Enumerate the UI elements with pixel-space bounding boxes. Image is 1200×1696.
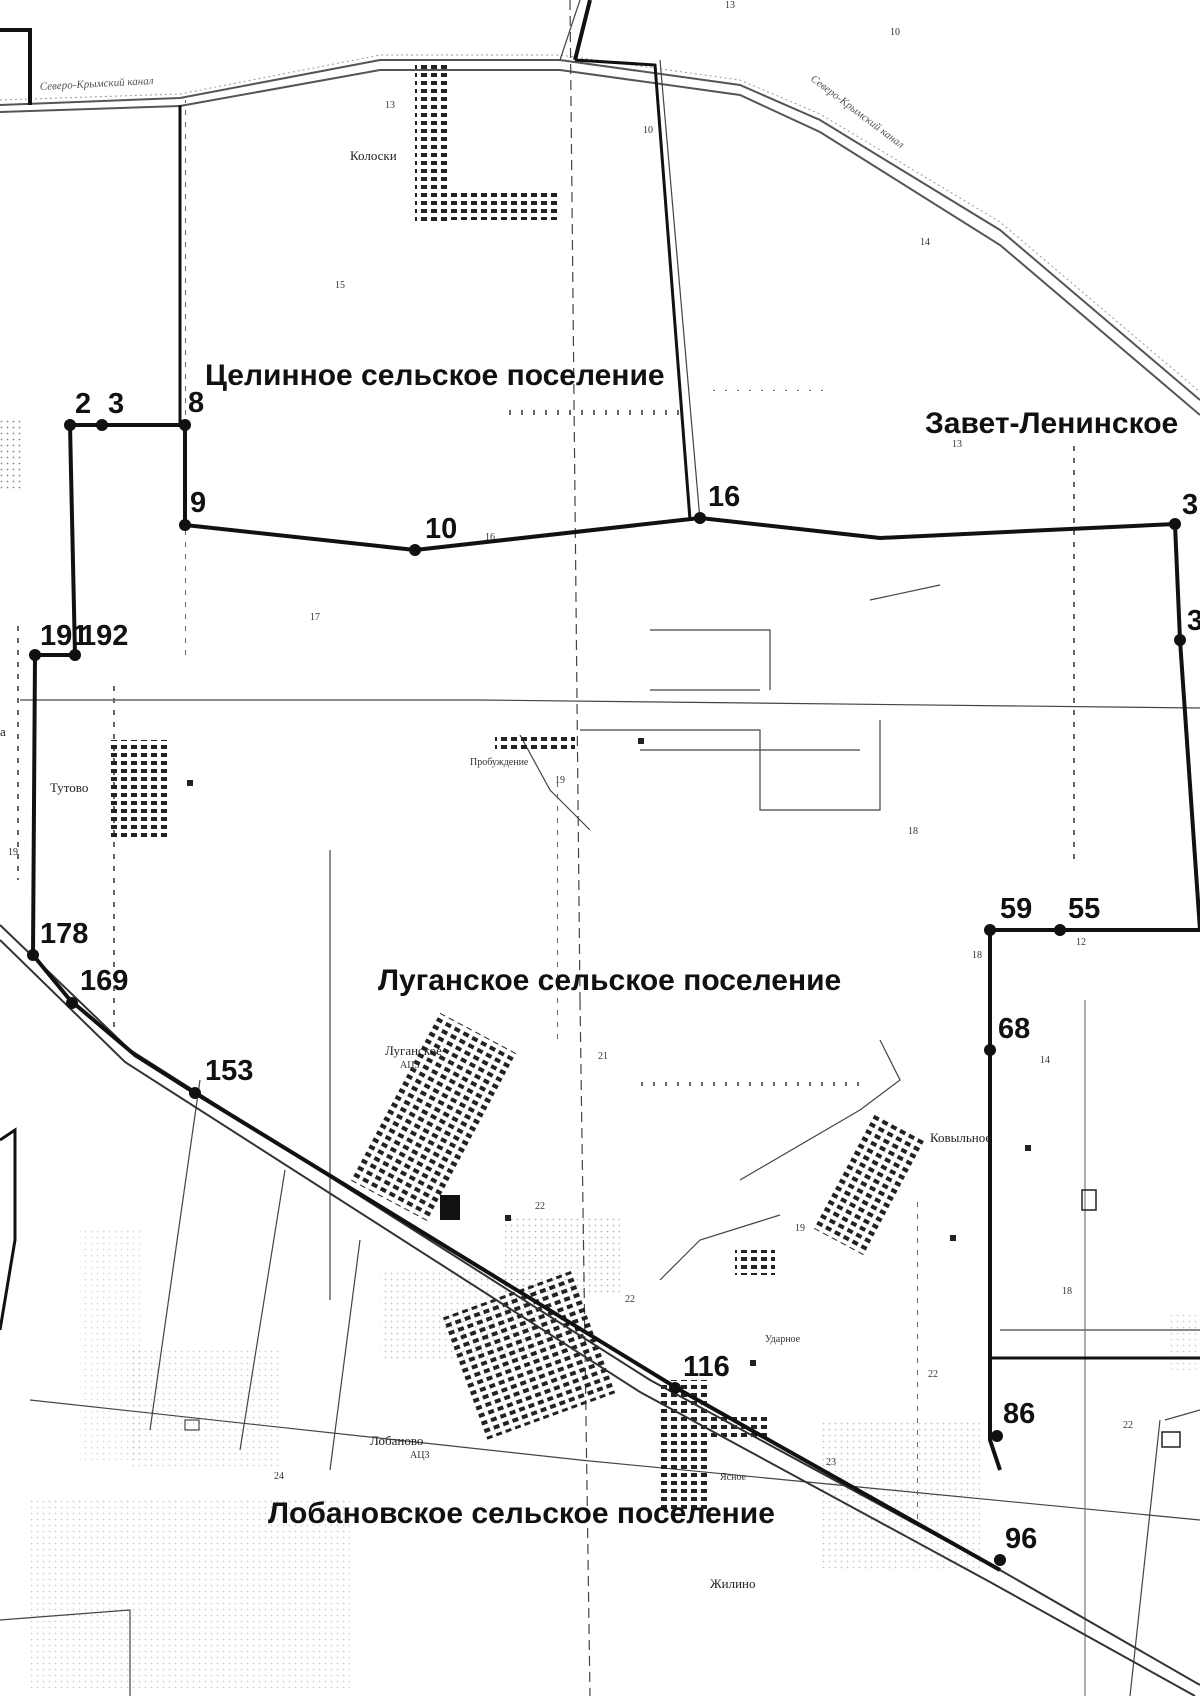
point-label: 16 [708, 481, 740, 513]
point-label: 59 [1000, 893, 1032, 925]
point-marker-86 [991, 1430, 1003, 1442]
parcel-number: 19 [8, 847, 18, 858]
parcel-number: 13 [385, 100, 395, 111]
point-marker-169 [66, 997, 78, 1009]
village-label: Луганское [385, 1043, 442, 1058]
parcel-number: 22 [928, 1369, 938, 1380]
parcel-number: 19 [795, 1223, 805, 1234]
parcel-numbers: 13 10 13 10 14 15 13 16 17 19 18 19 18 1… [8, 0, 1133, 1482]
parcel-number: 22 [1123, 1420, 1133, 1431]
windbreaks [13, 0, 1076, 1520]
point-label: 116 [683, 1351, 730, 1383]
point-marker-192 [69, 649, 81, 661]
point-label: 96 [1005, 1523, 1037, 1555]
point-marker-96 [994, 1554, 1006, 1566]
village-label: Лобаново [370, 1433, 423, 1448]
point-label: 3 [1182, 489, 1198, 521]
parcel-number: 23 [826, 1457, 836, 1468]
parcel-number: 13 [952, 439, 962, 450]
edge-text: а [0, 724, 6, 739]
settlement-label-lobanovskoe: Лобановское сельское поселение [268, 1497, 775, 1530]
point-label: 86 [1003, 1398, 1035, 1430]
village-label: Жилино [710, 1576, 756, 1591]
point-label: 8 [188, 387, 204, 419]
point-marker-59 [984, 924, 996, 936]
settlement-label-tselinnoe: Целинное сельское поселение [205, 359, 665, 392]
point-label: 169 [80, 965, 128, 997]
point-marker-16 [694, 512, 706, 524]
settlement-label-luganskoe: Луганское сельское поселение [378, 964, 841, 997]
point-label: 178 [40, 918, 88, 950]
point-label: 191 [40, 620, 88, 652]
parcel-number: 16 [485, 532, 495, 543]
point-marker-9 [179, 519, 191, 531]
point-marker-3-right [1169, 518, 1181, 530]
point-label: 153 [205, 1055, 253, 1087]
point-marker-8 [179, 419, 191, 431]
village-label: Ковыльное [930, 1130, 991, 1145]
atsz-label: АЦЗ [400, 1060, 419, 1071]
village-label: Пробуждение [470, 757, 529, 768]
village-label: Колоски [350, 148, 397, 163]
point-marker-191 [29, 649, 41, 661]
boundary-point-labels: 2 3 8 9 10 16 3 3 191 192 178 169 153 59… [40, 387, 1200, 1555]
village-labels: Колоски Тутово Пробуждение Луганское АЦЗ… [0, 148, 991, 1591]
point-label: 9 [190, 487, 206, 519]
point-marker-116 [669, 1382, 681, 1394]
point-marker-153 [189, 1087, 201, 1099]
point-label: 10 [425, 513, 457, 545]
settlement-blocks [110, 65, 928, 1510]
parcel-number: 22 [535, 1201, 545, 1212]
atsz-label: АЦЗ [410, 1450, 429, 1461]
parcel-number: 19 [555, 775, 565, 786]
parcel-number: 14 [920, 237, 930, 248]
parcel-number: 10 [890, 27, 900, 38]
point-marker-55 [1054, 924, 1066, 936]
point-label: 192 [80, 620, 128, 652]
village-label: Ударное [765, 1334, 801, 1345]
parcel-number: 18 [908, 826, 918, 837]
parcel-number: 10 [643, 125, 653, 136]
canal-label-left: Северо-Крымский канал [40, 75, 154, 93]
point-marker-2 [64, 419, 76, 431]
parcel-number: 17 [310, 612, 320, 623]
parcel-number: 12 [1076, 937, 1086, 948]
village-label: Тутово [50, 780, 88, 795]
parcel-number: 22 [625, 1294, 635, 1305]
point-marker-68 [984, 1044, 996, 1056]
parcel-number: 14 [1040, 1055, 1050, 1066]
point-label: 68 [998, 1013, 1030, 1045]
admin-boundary [0, 0, 1200, 1572]
parcel-number: 18 [972, 950, 982, 961]
point-marker-3 [96, 419, 108, 431]
point-marker-10 [409, 544, 421, 556]
point-label: 3 [1187, 605, 1200, 637]
highway [0, 924, 1200, 1696]
parcel-number: 15 [335, 280, 345, 291]
settlement-labels: Целинное сельское поселение Завет-Ленинс… [205, 359, 1178, 1530]
point-marker-178 [27, 949, 39, 961]
canal-label-right: Северо-Крымский канал [808, 73, 906, 151]
point-label: 55 [1068, 893, 1100, 925]
point-label: 2 [75, 388, 91, 420]
point-marker-3-right-lower [1174, 634, 1186, 646]
parcel-number: 21 [598, 1051, 608, 1062]
parcel-number: 18 [1062, 1286, 1072, 1297]
settlement-label-zavet-leninskoe: Завет-Ленинское [925, 407, 1178, 440]
buildings [184, 738, 1181, 1448]
boundary-points [27, 419, 1186, 1566]
point-label: 3 [108, 388, 124, 420]
parcel-number: 24 [274, 1471, 284, 1482]
parcel-number: 13 [725, 0, 735, 11]
village-label: Ясное [720, 1472, 747, 1483]
dotted-fields [0, 420, 1200, 1690]
